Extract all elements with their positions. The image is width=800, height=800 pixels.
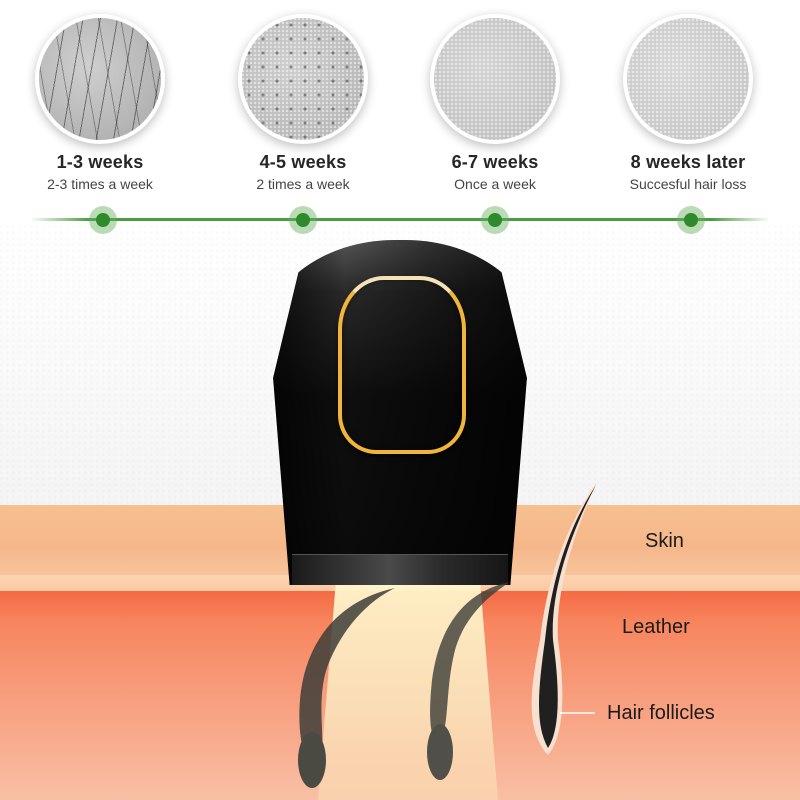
skin-label: Skin xyxy=(645,530,684,552)
step-2-title: 4-5 weeks xyxy=(259,152,347,172)
step-3-skin-image xyxy=(430,14,560,144)
device-button-ring xyxy=(338,276,466,454)
hair-follicle-icon xyxy=(531,480,598,755)
step-4-skin-image xyxy=(623,14,753,144)
timeline-dot-4 xyxy=(677,206,705,234)
device-head xyxy=(292,554,508,585)
step-1-subtitle: 2-3 times a week xyxy=(47,176,153,192)
step-2-skin-image xyxy=(238,14,368,144)
timeline-line xyxy=(30,218,770,221)
hair-follicles-label: Hair follicles xyxy=(607,702,715,724)
step-1-title: 1-3 weeks xyxy=(56,152,144,172)
hair-follicle-icon xyxy=(427,582,510,780)
leather-label: Leather xyxy=(622,616,690,638)
step-4-title: 8 weeks later xyxy=(630,152,746,172)
ipl-device xyxy=(262,240,538,585)
hair-follicle-icon xyxy=(298,588,395,788)
timeline-dot-2 xyxy=(289,206,317,234)
step-3-subtitle: Once a week xyxy=(454,176,536,192)
timeline-dot-3 xyxy=(481,206,509,234)
step-1-skin-image xyxy=(35,14,165,144)
step-3-title: 6-7 weeks xyxy=(451,152,539,172)
timeline-dot-1 xyxy=(89,206,117,234)
step-2-subtitle: 2 times a week xyxy=(256,176,350,192)
step-4-subtitle: Succesful hair loss xyxy=(629,176,747,192)
